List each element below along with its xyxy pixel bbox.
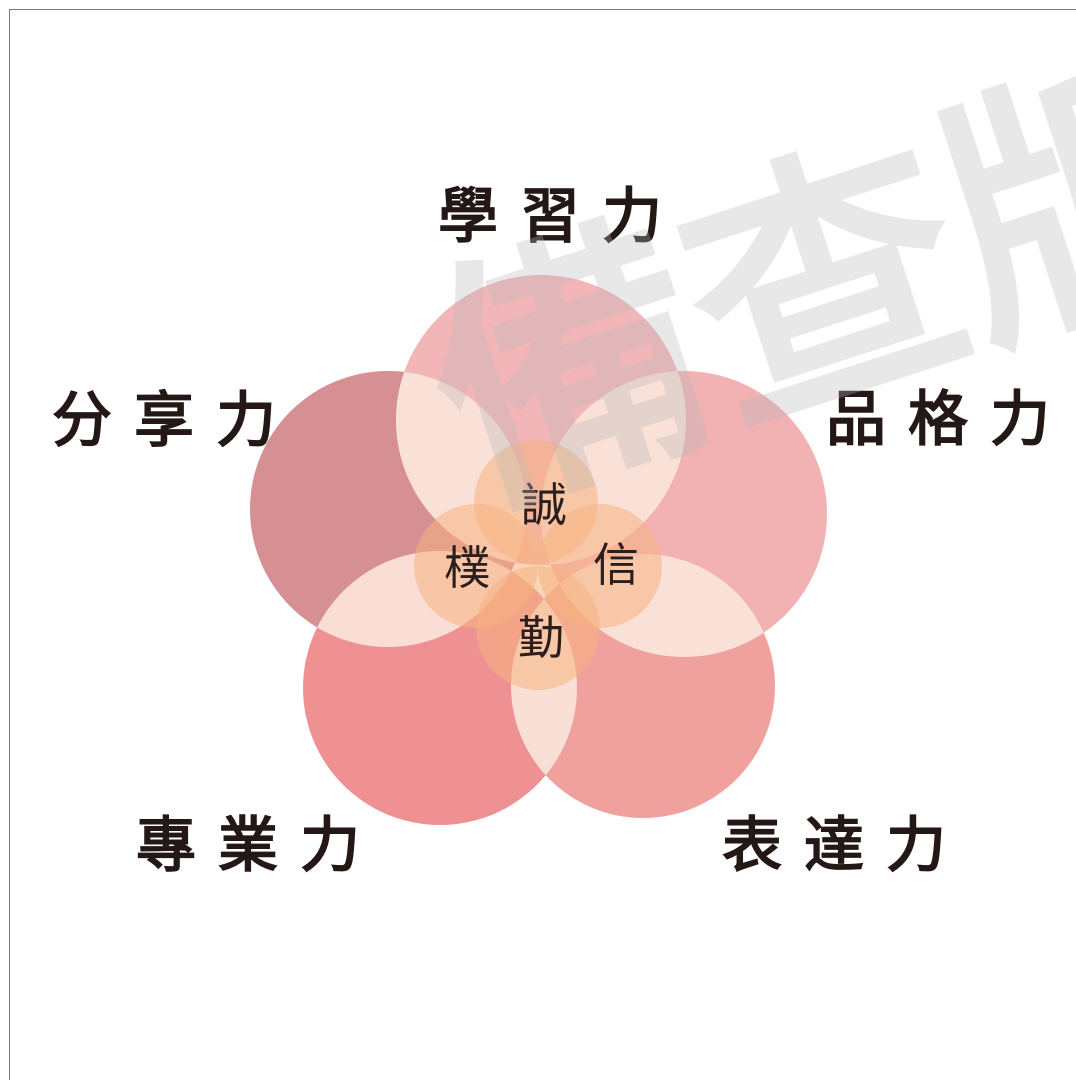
label-expression: 表達力	[722, 811, 968, 881]
overlap-learning-sharing	[396, 371, 526, 565]
label-character: 品格力	[826, 385, 1072, 455]
core-labels: 誠 樸 信 勤	[444, 478, 639, 665]
label-learning: 學習力	[438, 182, 684, 252]
core-label-simplicity: 樸	[444, 541, 490, 595]
watermark-text: 備查版	[392, 11, 1076, 561]
core-circles	[414, 440, 662, 690]
outer-labels: 學習力 品格力 分享力 專業力 表達力	[52, 182, 1072, 881]
label-professional: 專業力	[136, 811, 382, 881]
core-circle-diligence	[476, 566, 600, 690]
label-sharing: 分享力	[52, 386, 298, 456]
watermark: 備查版	[392, 11, 1076, 561]
core-label-trust: 信	[593, 538, 639, 592]
core-label-sincerity: 誠	[521, 478, 567, 532]
core-label-diligence: 勤	[518, 611, 564, 665]
